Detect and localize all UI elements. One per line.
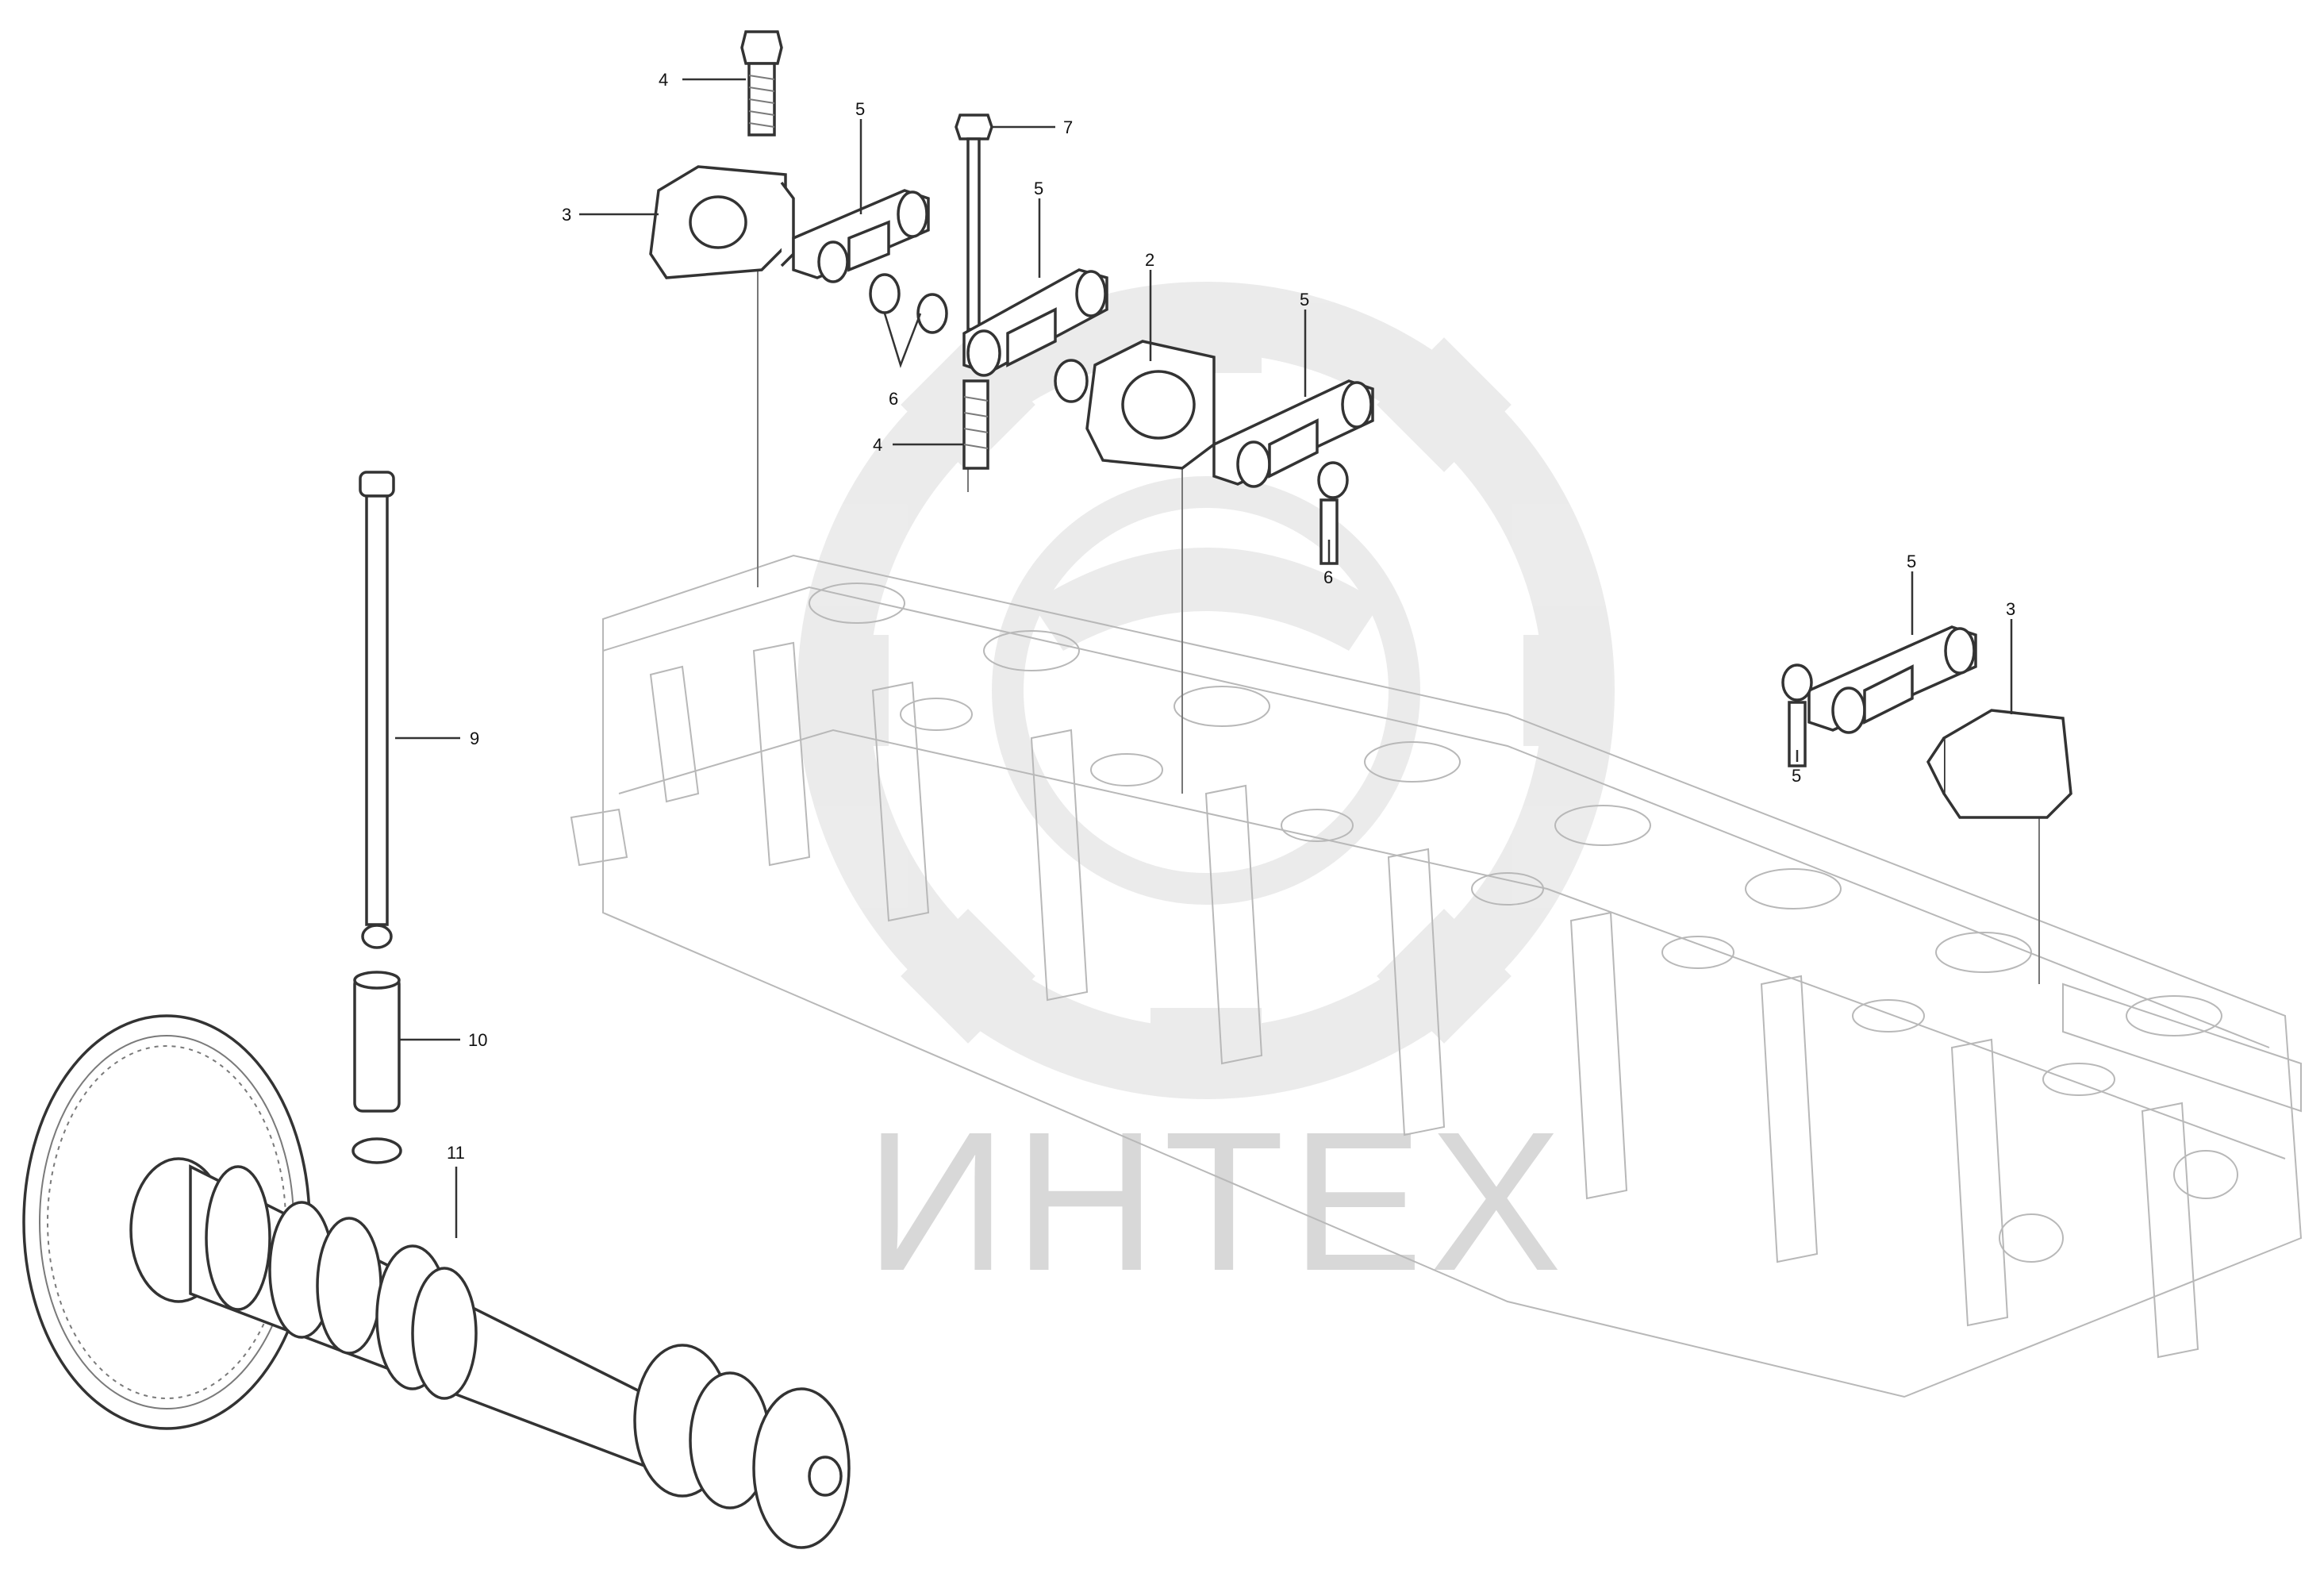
rocker-arm-part [1212, 379, 1374, 488]
spring-part [351, 1137, 402, 1164]
rocker-bracket-part [1926, 709, 2072, 819]
callout-number: 5 [855, 99, 865, 119]
callout-number: 10 [468, 1030, 487, 1050]
bolt-part [740, 30, 783, 137]
watermark-text: ИНТЕХ [865, 1090, 1568, 1312]
spring-part [869, 273, 901, 314]
callout-number: 6 [1323, 567, 1333, 587]
spring-part [1317, 461, 1349, 499]
callout-number: 5 [1792, 766, 1801, 786]
callout-number: 4 [873, 435, 882, 455]
callout-number: 5 [1907, 552, 1916, 571]
rocker-arm-part [792, 189, 930, 283]
callout-number: 4 [659, 70, 668, 90]
spring-part [1054, 359, 1089, 403]
rocker-arm-part [962, 268, 1108, 377]
rocker-bracket-part [1085, 340, 1216, 470]
spring-part [916, 293, 948, 334]
camshaft-part [22, 1014, 851, 1549]
callout-number: 11 [447, 1143, 465, 1163]
spring-part [1781, 663, 1813, 702]
push-rod-part [359, 471, 395, 949]
cylinder-head [570, 554, 2303, 1398]
callout-number: 2 [1145, 250, 1154, 270]
rocker-bracket-part [649, 165, 795, 279]
stud-part [962, 379, 989, 470]
tappet-part [353, 971, 401, 1113]
callout-number: 9 [470, 729, 479, 748]
callout-number: 5 [1034, 179, 1043, 198]
callout-number: 5 [1300, 290, 1309, 310]
bolt-part [955, 113, 993, 331]
callout-number: 3 [562, 205, 571, 225]
callout-number: 6 [889, 389, 898, 409]
rocker-arm-part [1807, 625, 1977, 734]
callout-leaders [395, 78, 2013, 1238]
leader-line [883, 313, 922, 368]
callout-number: 3 [2006, 599, 2015, 619]
callout-number: 7 [1063, 117, 1073, 137]
stud-part [1788, 701, 1807, 767]
